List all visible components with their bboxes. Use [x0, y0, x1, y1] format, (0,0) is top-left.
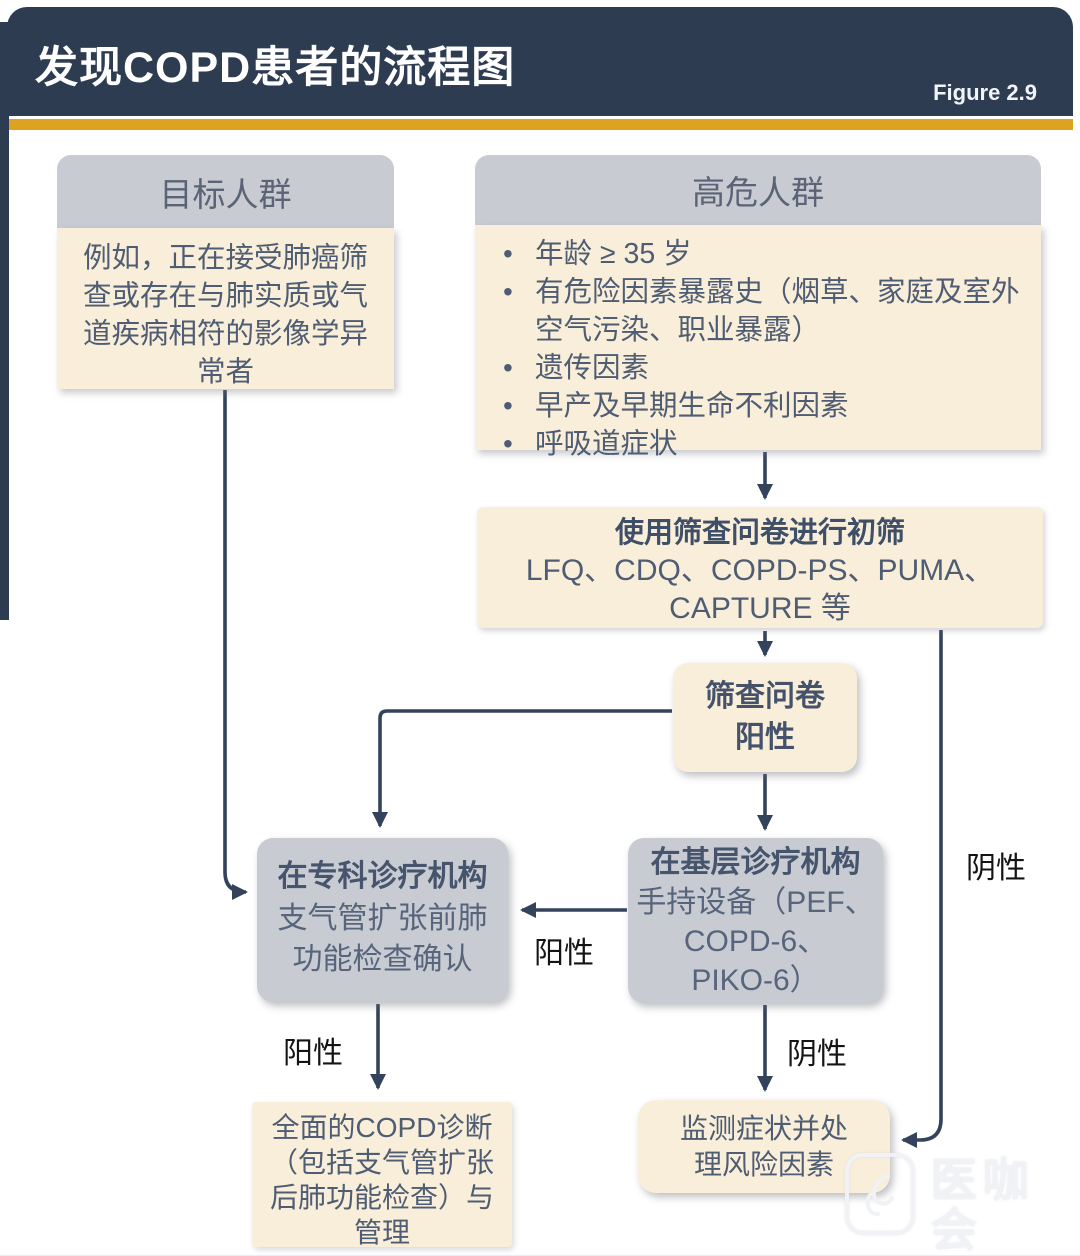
- slide-header-band: 发现COPD患者的流程图 Figure 2.9: [7, 7, 1073, 116]
- target-population-title: 目标人群: [159, 175, 292, 213]
- high-risk-body: 年龄 ≥ 35 岁 有危险因素暴露史（烟草、家庭及室外空气污染、职业暴露） 遗传…: [475, 225, 1041, 463]
- edge-label-negative-to-monitor: 阴性: [787, 1038, 847, 1071]
- qpos-line: 筛查问卷: [705, 680, 825, 713]
- list-item: 早产及早期生命不利因素: [497, 387, 1027, 425]
- target-line: 常者: [196, 356, 254, 388]
- high-risk-header: 高危人群: [475, 155, 1041, 225]
- edge-label-positive-to-specialist: 阳性: [534, 937, 594, 970]
- target-line: 例如，正在接受肺癌筛: [82, 242, 368, 274]
- edge-label-positive-to-diagnosis: 阳性: [283, 1037, 343, 1070]
- specialist-line: 支气管扩张前肺: [277, 902, 488, 935]
- figure-number-label: Figure 2.9: [933, 80, 1037, 105]
- list-item: 遗传因素: [497, 349, 1027, 387]
- gold-accent-stripe: [7, 119, 1073, 130]
- target-population-body: 例如，正在接受肺癌筛 查或存在与肺实质或气 道疾病相符的影像学异 常者: [57, 228, 394, 389]
- copd-diagnosis-box: 全面的COPD诊断 （包括支气管扩张 后肺功能检查）与 管理: [252, 1102, 512, 1248]
- screening-line: CAPTURE 等: [669, 592, 851, 625]
- specialist-box: 在专科诊疗机构 支气管扩张前肺 功能检查确认: [257, 838, 508, 1002]
- medieco-logo-icon: [845, 1153, 915, 1235]
- list-item: 年龄 ≥ 35 岁: [497, 235, 1027, 273]
- specialist-line: 功能检查确认: [292, 943, 473, 976]
- list-item: 呼吸道症状: [497, 425, 1027, 463]
- primary-care-title: 在基层诊疗机构: [650, 846, 861, 879]
- watermark-texts: 医咖会 MEDIECO GROUP: [930, 1154, 1080, 1256]
- medieco-watermark: 医咖会 MEDIECO GROUP: [845, 1153, 1080, 1256]
- diagnosis-line: 全面的COPD诊断: [271, 1112, 493, 1143]
- watermark-name: 医咖会: [930, 1154, 1035, 1256]
- screening-title: 使用筛查问卷进行初筛: [614, 517, 905, 549]
- specialist-title: 在专科诊疗机构: [277, 860, 488, 893]
- screening-line: LFQ、CDQ、COPD-PS、PUMA、: [525, 554, 995, 587]
- primary-care-line: COPD-6、: [683, 925, 828, 958]
- primary-care-box: 在基层诊疗机构 手持设备（PEF、 COPD-6、 PIKO-6）: [628, 838, 883, 1003]
- primary-care-line: PIKO-6）: [691, 964, 820, 997]
- target-line: 查或存在与肺实质或气: [82, 280, 368, 312]
- page-title: 发现COPD患者的流程图: [35, 44, 516, 92]
- high-risk-bullet-list: 年龄 ≥ 35 岁 有危险因素暴露史（烟草、家庭及室外空气污染、职业暴露） 遗传…: [475, 235, 1041, 463]
- diagnosis-line: 后肺功能检查）与: [269, 1182, 494, 1213]
- diagnosis-line: 管理: [353, 1217, 410, 1248]
- monitor-line: 理风险因素: [693, 1149, 834, 1180]
- edge-label-negative-right: 阴性: [966, 852, 1026, 885]
- qpos-line: 阳性: [735, 721, 795, 754]
- left-border-strip: [0, 22, 9, 620]
- primary-care-line: 手持设备（PEF、: [636, 886, 875, 919]
- target-line: 道疾病相符的影像学异: [82, 318, 368, 350]
- diagnosis-line: （包括支气管扩张: [269, 1147, 494, 1178]
- questionnaire-positive-box: 筛查问卷 阳性: [673, 663, 857, 772]
- target-population-header: 目标人群: [57, 155, 394, 228]
- high-risk-title: 高危人群: [692, 174, 824, 211]
- list-item: 有危险因素暴露史（烟草、家庭及室外空气污染、职业暴露）: [497, 273, 1027, 349]
- screening-questionnaire-box: 使用筛查问卷进行初筛 LFQ、CDQ、COPD-PS、PUMA、 CAPTURE…: [477, 507, 1043, 628]
- monitor-line: 监测症状并处: [679, 1113, 848, 1144]
